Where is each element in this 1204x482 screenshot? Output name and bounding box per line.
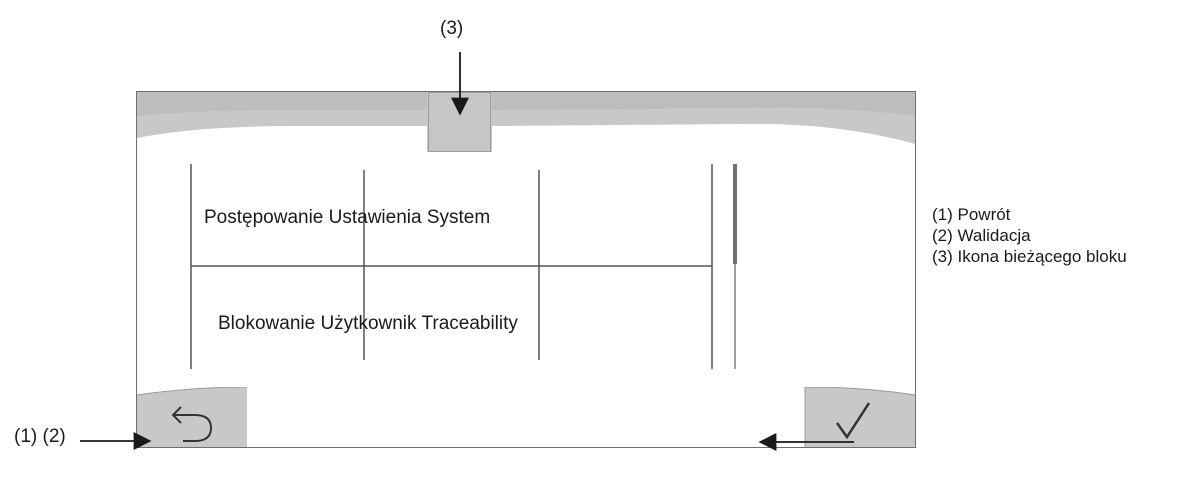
back-button[interactable] <box>137 387 249 447</box>
callout-label-3: (3) <box>440 18 464 39</box>
scrollbar-track[interactable] <box>734 164 736 369</box>
legend: (1) Powrót (2) Walidacja (3) Ikona bieżą… <box>932 204 1127 267</box>
legend-item-2: (2) Walidacja <box>932 226 1031 245</box>
undo-arrow-icon <box>171 406 213 442</box>
callout-label-1-2: (1) (2) <box>14 426 66 447</box>
grid-lines <box>190 164 713 369</box>
check-mark-icon <box>835 402 871 440</box>
scrollbar-thumb[interactable] <box>733 164 737 264</box>
legend-item-1: (1) Powrót <box>932 205 1011 224</box>
legend-item-3: (3) Ikona bieżącego bloku <box>932 247 1127 266</box>
top-bar <box>137 92 915 152</box>
back-button-shape <box>137 387 248 447</box>
validate-button[interactable] <box>803 387 915 447</box>
menu-row-2[interactable]: Blokowanie Użytkownik Traceability <box>218 313 518 334</box>
menu-row-1[interactable]: Postępowanie Ustawienia System <box>204 207 491 228</box>
top-bar-shape <box>137 92 915 152</box>
device-screen: Postępowanie Ustawienia System Blokowani… <box>136 91 916 448</box>
